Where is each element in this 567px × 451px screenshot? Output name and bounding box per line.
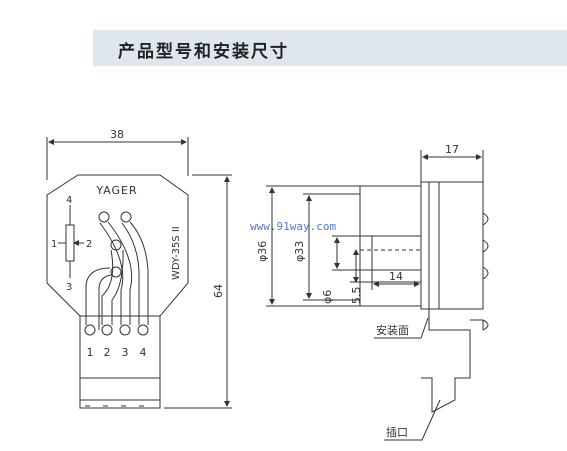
pad-a xyxy=(98,211,110,223)
sch-label-left: 1 xyxy=(51,239,57,250)
pin-2 xyxy=(101,324,113,336)
front-view xyxy=(46,137,232,409)
bump-2 xyxy=(482,239,489,253)
connector-base xyxy=(79,377,161,409)
bump-1 xyxy=(482,212,489,226)
housing xyxy=(420,181,484,310)
trace-1b xyxy=(85,267,111,325)
dim-17-label: 17 xyxy=(445,143,459,156)
trace-4b xyxy=(121,222,140,325)
shaft xyxy=(371,235,422,271)
socket-label: 插口 xyxy=(386,425,408,439)
pin-label-1: 1 xyxy=(87,346,94,359)
pin-3 xyxy=(119,324,131,336)
dim-55-label: 5.5 xyxy=(350,287,363,305)
dim-d36-label: φ36 xyxy=(256,241,269,262)
pin-label-2: 2 xyxy=(104,346,111,359)
sch-label-top: 4 xyxy=(66,195,72,206)
bump-4 xyxy=(482,319,489,331)
watermark: www.91way.com xyxy=(250,220,336,233)
trace-3b xyxy=(99,222,124,325)
sch-resistor xyxy=(65,224,75,262)
pin-label-4: 4 xyxy=(140,346,147,359)
trace-3a xyxy=(107,221,133,325)
pin-1 xyxy=(84,324,96,336)
pin-label-3: 3 xyxy=(122,346,129,359)
side-view xyxy=(266,150,489,441)
leader-socket xyxy=(384,399,441,441)
dim-width-label: 38 xyxy=(110,128,124,141)
trace-2b xyxy=(101,249,114,325)
dim-14-label: 14 xyxy=(389,270,403,283)
leader-mount xyxy=(374,317,429,339)
body-shell xyxy=(359,185,422,307)
page-title: 产品型号和安装尺寸 xyxy=(118,42,289,62)
trace-1a xyxy=(98,274,113,330)
dim-d6-label: φ6 xyxy=(321,290,334,304)
trace-4a xyxy=(129,221,149,325)
dim-height-label: 64 xyxy=(212,284,225,298)
model-label: WDY-35S II xyxy=(171,226,182,280)
sch-label-bottom: 3 xyxy=(66,282,72,293)
trace-2a xyxy=(111,249,124,325)
housing-flange xyxy=(428,181,440,310)
pin-4 xyxy=(137,324,149,336)
pad-b xyxy=(120,211,132,223)
sch-label-right: 2 xyxy=(86,239,92,250)
mount-face-label: 安装面 xyxy=(376,323,409,337)
title-bar: 产品型号和安装尺寸 xyxy=(93,30,567,66)
socket-outline xyxy=(421,309,471,413)
dim-d33-label: φ33 xyxy=(293,241,306,262)
bump-3 xyxy=(482,266,489,280)
brand-label: YAGER xyxy=(95,184,137,197)
pad-d xyxy=(110,266,122,278)
